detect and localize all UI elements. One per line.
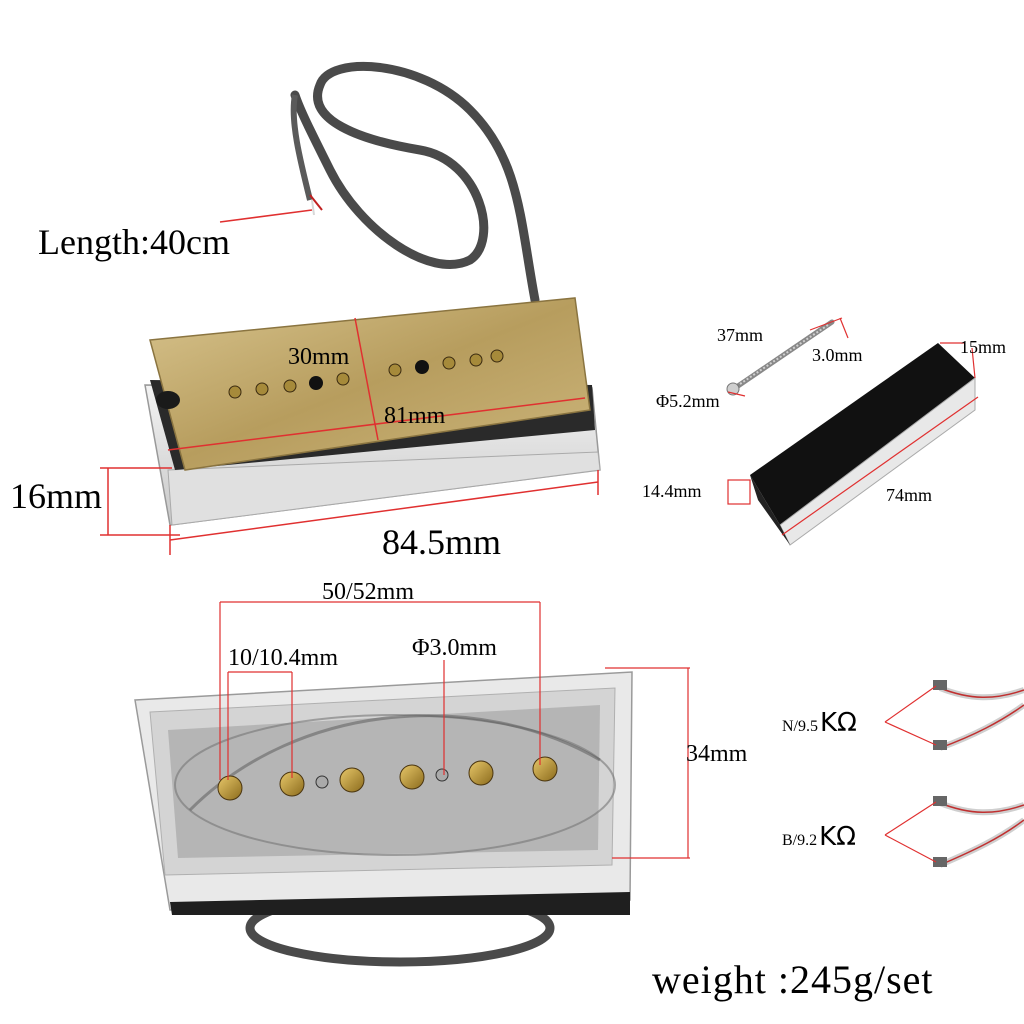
magnet-length-label: 74mm <box>886 485 933 505</box>
pole-spacing-top-label: 30mm <box>288 344 350 370</box>
screw-length-label: 37mm <box>717 325 764 345</box>
cover-width-label: 34mm <box>686 741 748 767</box>
top-pole-pieces <box>228 349 504 399</box>
bottom-pole-pieces <box>217 756 558 801</box>
top-dimension-lines <box>100 209 599 555</box>
top-pickup-body <box>144 297 601 526</box>
base-length-label: 84.5mm <box>382 522 502 562</box>
top-length-label: 81mm <box>384 403 446 429</box>
pole-diameter-label: Φ3.0mm <box>412 635 497 661</box>
top-pickup-cable <box>290 62 540 305</box>
weight-label: weight :245g/set <box>652 957 934 1002</box>
screw-diameter-label: Φ5.2mm <box>656 391 720 411</box>
magnet-height-label: 15mm <box>960 337 1007 357</box>
magnet-bar <box>750 343 976 546</box>
outer-pole-span-label: 50/52mm <box>322 579 415 605</box>
bridge-lead-wire <box>933 796 1024 868</box>
pole-pitch-label: 10/10.4mm <box>228 645 339 671</box>
screw-dimension-lines <box>727 317 849 397</box>
neck-resistance-name: N/9.5 <box>782 718 818 735</box>
neck-lead-wire <box>933 680 1024 751</box>
cable-length-label: Length:40cm <box>38 222 230 262</box>
bridge-resistance-label: B/9.2 KΩ <box>782 822 856 852</box>
bottom-dimension-lines <box>219 601 690 859</box>
screw-thread-label: 3.0mm <box>812 345 863 365</box>
bottom-pickup-body <box>134 671 633 915</box>
magnet-dimension-lines <box>727 342 979 536</box>
height-label: 16mm <box>10 476 103 516</box>
resistance-pointer-lines <box>884 685 937 863</box>
bridge-resistance-name: B/9.2 <box>782 832 818 849</box>
neck-resistance-unit: KΩ <box>820 708 857 738</box>
bridge-resistance-unit: KΩ <box>819 822 857 852</box>
neck-resistance-label: N/9.5 KΩ <box>782 708 857 738</box>
magnet-width-label: 14.4mm <box>642 481 702 501</box>
